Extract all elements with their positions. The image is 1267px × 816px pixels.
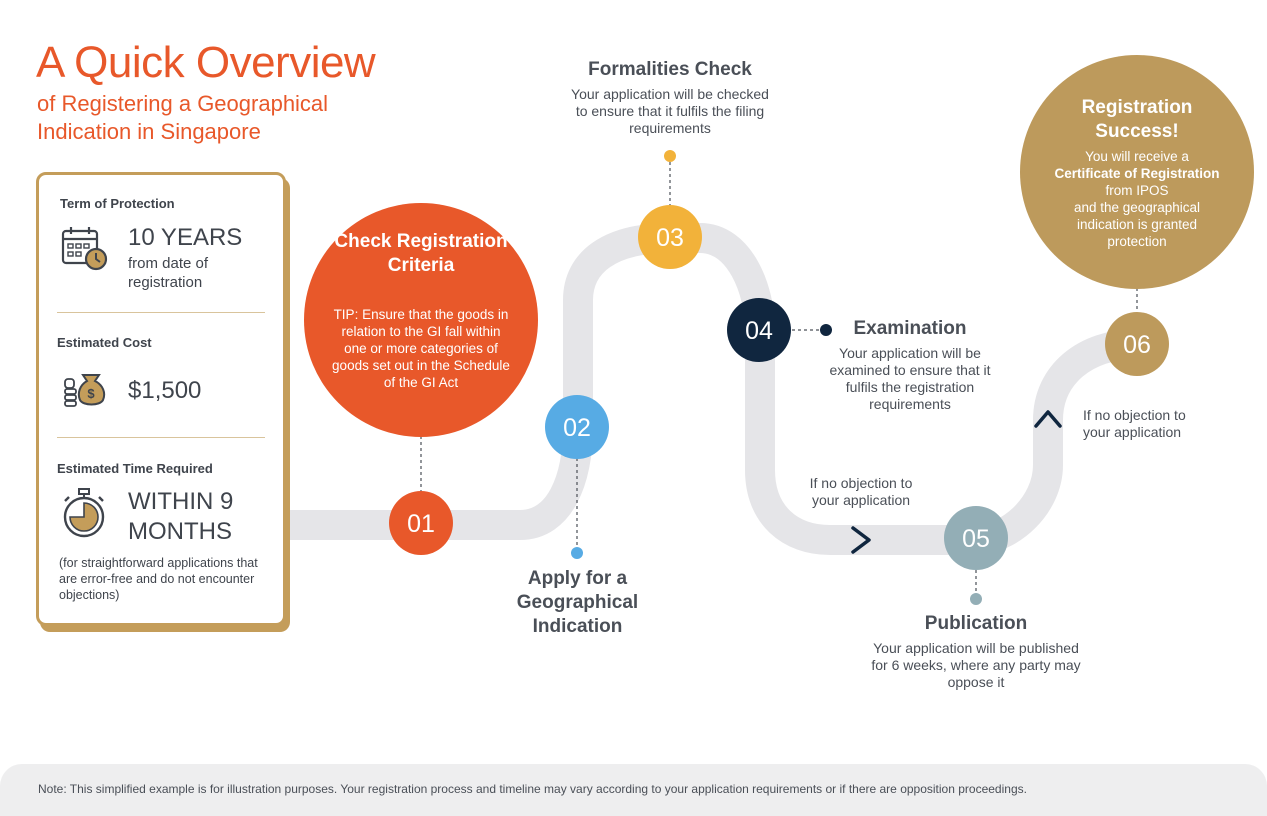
page-title: A Quick Overview — [36, 38, 376, 87]
objection-note-second: If no objection to your application — [1083, 407, 1186, 440]
step-05-title: Publication — [924, 613, 1028, 634]
time-value: WITHIN 9 MONTHS — [128, 488, 234, 545]
connector-04-dot — [820, 324, 832, 336]
step-number-03: 03 — [656, 224, 684, 252]
calendar-clock-icon — [61, 227, 108, 271]
step-05-body: Your application will be published for 6… — [871, 640, 1081, 690]
criteria-circle — [304, 203, 538, 437]
chevron-right-icon — [851, 526, 871, 554]
step-number-06: 06 — [1123, 331, 1151, 359]
divider — [57, 437, 265, 438]
chevron-up-icon — [1034, 410, 1062, 428]
step-circle-01 — [389, 491, 453, 555]
page-subtitle: of Registering a Geographical Indication… — [37, 91, 329, 144]
step-03-body: Your application will be checked to ensu… — [571, 86, 769, 136]
connector-03-dot — [664, 150, 676, 162]
step-number-04: 04 — [745, 317, 773, 345]
step-circle-03 — [638, 205, 702, 269]
step-circle-02 — [545, 395, 609, 459]
cost-label: Estimated Cost — [57, 335, 152, 350]
money-bag-icon: $ — [64, 374, 106, 407]
footnote: Note: This simplified example is for ill… — [38, 782, 1027, 796]
success-body: You will receive a Certificate of Regist… — [1047, 148, 1227, 250]
step-04-title: Examination — [853, 318, 967, 339]
success-certificate: Certificate of Registration — [1054, 166, 1220, 181]
step-number-01: 01 — [407, 510, 435, 538]
term-detail: from date of registration — [128, 255, 209, 291]
stopwatch-icon — [63, 488, 105, 538]
term-value: 10 YEARS — [128, 224, 243, 251]
step-number-02: 02 — [563, 414, 591, 442]
term-label: Term of Protection — [60, 196, 175, 211]
info-card: Term of Protection 10 YEARS from date of… — [36, 172, 286, 626]
criteria-tip: TIP: Ensure that the goods in relation t… — [332, 307, 510, 390]
step-number-05: 05 — [962, 525, 990, 553]
divider — [57, 312, 265, 313]
note-bar: Note: This simplified example is for ill… — [0, 764, 1267, 816]
success-line3: and the geographical indication is grant… — [1073, 200, 1201, 249]
success-line1: You will receive a — [1085, 149, 1189, 164]
success-line2: from IPOS — [1105, 183, 1169, 198]
time-label: Estimated Time Required — [57, 461, 213, 476]
step-circle-05 — [944, 506, 1008, 570]
step-circle-06 — [1105, 312, 1169, 376]
svg-text:$: $ — [87, 386, 95, 401]
time-detail: (for straightforward applications that a… — [59, 556, 258, 602]
connector-02-dot — [571, 547, 583, 559]
success-circle — [1020, 55, 1254, 289]
step-circle-04 — [727, 298, 791, 362]
cost-value: $1,500 — [128, 377, 202, 404]
connector-05-dot — [970, 593, 982, 605]
success-title: Registration Success! — [1081, 97, 1193, 142]
objection-note-first: If no objection to your application — [809, 475, 913, 508]
criteria-title: Check Registration Criteria — [334, 231, 508, 276]
step-02-title: Apply for a Geographical Indication — [516, 568, 639, 637]
step-03-title: Formalities Check — [588, 59, 752, 80]
step-04-body: Your application will be examined to ens… — [829, 345, 991, 412]
